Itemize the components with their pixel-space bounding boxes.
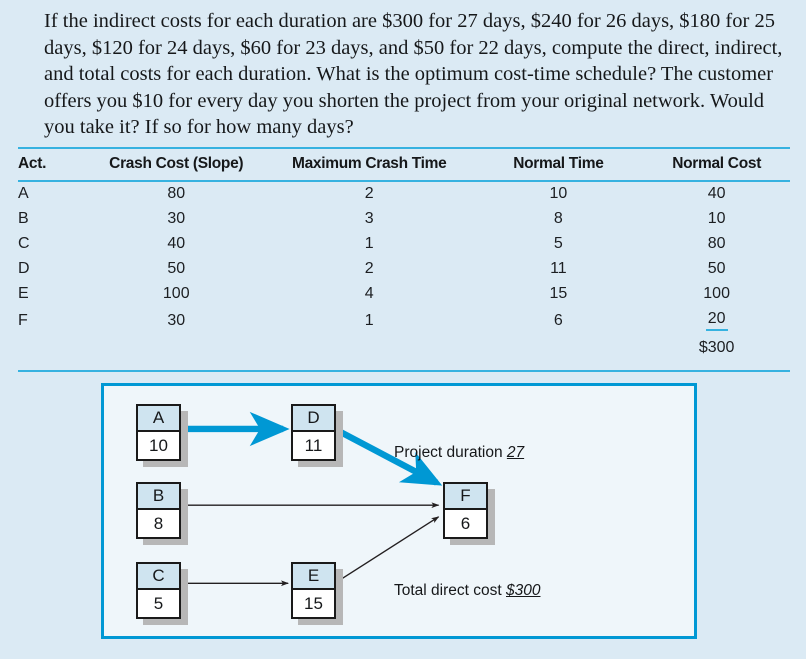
cell-act: D xyxy=(18,260,30,277)
total-spacer-slope xyxy=(87,335,265,361)
node-b-label: B xyxy=(138,484,179,510)
total-normal-cost: $300 xyxy=(698,338,735,356)
cell-crash-cost: 30 xyxy=(167,311,186,329)
node-e-duration: 15 xyxy=(293,590,334,617)
cell-crash-cost: 80 xyxy=(167,185,186,202)
node-f[interactable]: F 6 xyxy=(443,482,495,545)
network-diagram-panel: A 10 D 11 F 6 B 8 C 5 xyxy=(101,383,697,639)
cell-normal-time: 5 xyxy=(553,235,563,252)
cell-act: A xyxy=(18,185,29,202)
table-row: D 50 2 11 50 xyxy=(18,257,790,282)
cell-max-crash: 1 xyxy=(364,235,374,252)
node-b-duration: 8 xyxy=(138,510,179,537)
total-spacer-crash xyxy=(265,335,473,361)
cell-crash-cost: 100 xyxy=(162,285,190,302)
node-f-duration: 6 xyxy=(445,510,486,537)
column-header-max-crash-time: Maximum Crash Time xyxy=(291,155,447,172)
table-total-row: $300 xyxy=(18,335,790,361)
node-d-box: D 11 xyxy=(291,404,336,461)
question-paragraph: If the indirect costs for each duration … xyxy=(44,10,783,138)
cell-crash-cost: 30 xyxy=(167,210,186,227)
node-f-box: F 6 xyxy=(443,482,488,539)
project-duration-annotation: Project duration 27 xyxy=(394,444,524,462)
total-spacer-act xyxy=(18,335,87,361)
project-duration-value: 27 xyxy=(506,444,525,461)
arrow-e-to-f xyxy=(334,516,440,584)
cell-max-crash: 2 xyxy=(364,185,374,202)
cell-max-crash: 4 xyxy=(364,285,374,302)
table-row: F 30 1 6 20 xyxy=(18,307,790,335)
node-f-label: F xyxy=(445,484,486,510)
node-e[interactable]: E 15 xyxy=(291,562,343,625)
node-e-box: E 15 xyxy=(291,562,336,619)
cell-normal-cost: 10 xyxy=(707,210,726,227)
total-direct-cost-annotation: Total direct cost $300 xyxy=(394,582,540,600)
table-row: C 40 1 5 80 xyxy=(18,232,790,257)
column-header-normal-time: Normal Time xyxy=(513,155,604,172)
cell-normal-cost: 80 xyxy=(707,235,726,252)
cell-act: F xyxy=(18,311,28,329)
cell-normal-time: 11 xyxy=(550,260,567,277)
cell-act: E xyxy=(18,285,29,302)
total-spacer-ntime xyxy=(473,335,643,361)
cell-normal-time: 6 xyxy=(553,311,563,329)
cell-max-crash: 3 xyxy=(364,210,374,227)
node-c-box: C 5 xyxy=(136,562,181,619)
cell-max-crash: 2 xyxy=(364,260,374,277)
node-d-label: D xyxy=(293,406,334,432)
cell-max-crash: 1 xyxy=(364,311,374,329)
table-header-rule xyxy=(18,180,790,182)
cell-normal-cost: 40 xyxy=(707,185,726,202)
node-c-label: C xyxy=(138,564,179,590)
cell-crash-cost: 50 xyxy=(167,260,186,277)
table-top-rule xyxy=(18,147,790,149)
activities-table: Act. Crash Cost (Slope) Maximum Crash Ti… xyxy=(18,149,790,180)
cell-normal-cost: 50 xyxy=(707,260,726,277)
column-header-normal-cost: Normal Cost xyxy=(672,155,762,172)
node-d-duration: 11 xyxy=(293,432,334,459)
network-arrows xyxy=(182,411,443,587)
table-bottom-rule xyxy=(18,370,790,372)
cell-normal-time: 15 xyxy=(549,285,568,302)
node-b-box: B 8 xyxy=(136,482,181,539)
column-header-act: Act. xyxy=(18,155,47,172)
project-duration-label: Project duration xyxy=(394,444,503,461)
cell-normal-cost-value: 20 xyxy=(705,310,728,331)
cell-normal-time: 8 xyxy=(553,210,563,227)
crash-cost-table: Act. Crash Cost (Slope) Maximum Crash Ti… xyxy=(18,147,790,372)
activities-table-body: A 80 2 10 40 B 30 3 8 10 C 40 1 5 80 D xyxy=(18,182,790,361)
cell-act: B xyxy=(18,210,29,227)
node-d[interactable]: D 11 xyxy=(291,404,343,467)
cell-normal-cost-last: 20 xyxy=(643,307,790,335)
node-b[interactable]: B 8 xyxy=(136,482,188,545)
total-direct-cost-value: $300 xyxy=(506,582,541,599)
cell-crash-cost: 40 xyxy=(167,235,186,252)
total-direct-cost-label: Total direct cost xyxy=(394,582,502,599)
node-a-box: A 10 xyxy=(136,404,181,461)
node-c-duration: 5 xyxy=(138,590,179,617)
cell-normal-time: 10 xyxy=(549,185,568,202)
table-header-row: Act. Crash Cost (Slope) Maximum Crash Ti… xyxy=(18,149,790,180)
node-c[interactable]: C 5 xyxy=(136,562,188,625)
arrow-d-to-f xyxy=(333,426,443,486)
table-row: A 80 2 10 40 xyxy=(18,182,790,207)
cell-act: C xyxy=(18,235,30,252)
node-a-label: A xyxy=(138,406,179,432)
node-a[interactable]: A 10 xyxy=(136,404,188,467)
cell-normal-cost: 100 xyxy=(703,285,730,302)
node-a-duration: 10 xyxy=(138,432,179,459)
node-e-label: E xyxy=(293,564,334,590)
table-row: B 30 3 8 10 xyxy=(18,207,790,232)
table-row: E 100 4 15 100 xyxy=(18,282,790,307)
column-header-crash-cost: Crash Cost (Slope) xyxy=(109,155,244,172)
